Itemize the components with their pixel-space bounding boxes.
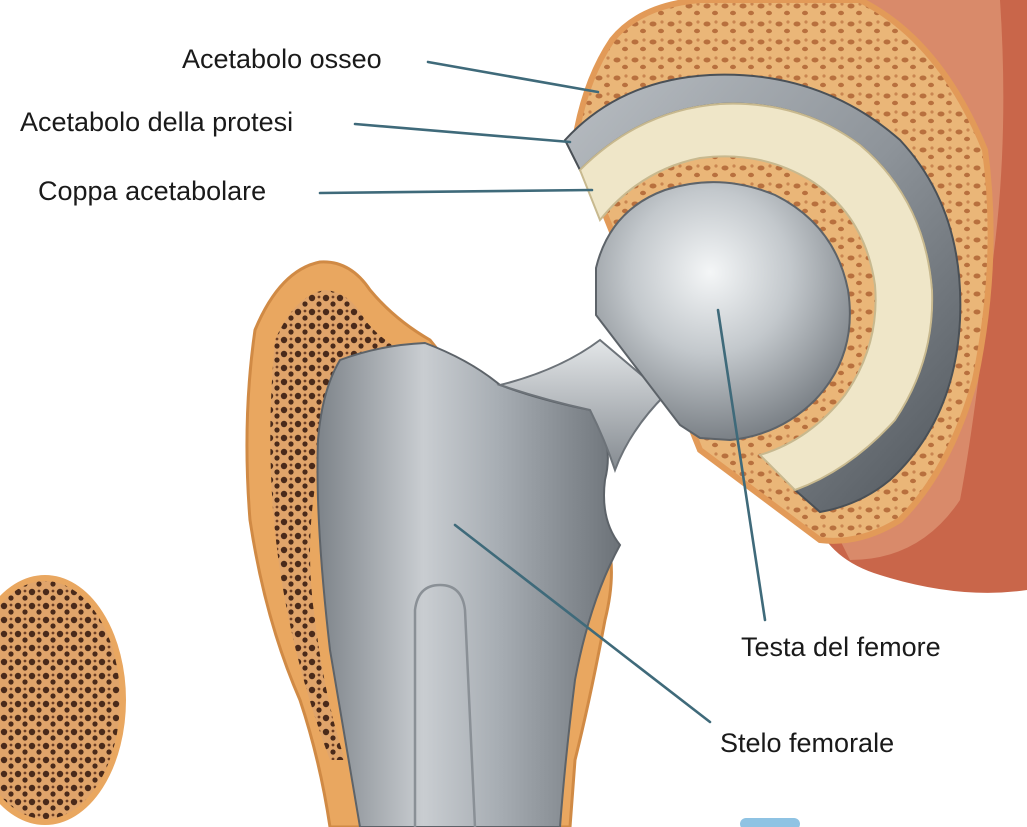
leader-acetabolo-osseo — [428, 62, 598, 92]
leader-coppa-acetabolare — [320, 190, 592, 193]
leader-acetabolo-protesi — [355, 124, 570, 142]
label-stelo-femorale: Stelo femorale — [720, 730, 894, 757]
label-acetabolo-protesi: Acetabolo della protesi — [20, 109, 293, 136]
bone-cross-section — [0, 578, 123, 822]
label-acetabolo-osseo: Acetabolo osseo — [182, 46, 382, 73]
label-testa-femore: Testa del femore — [741, 634, 941, 661]
label-coppa-acetabolare: Coppa acetabolare — [38, 178, 266, 205]
blue-tab — [740, 818, 800, 827]
